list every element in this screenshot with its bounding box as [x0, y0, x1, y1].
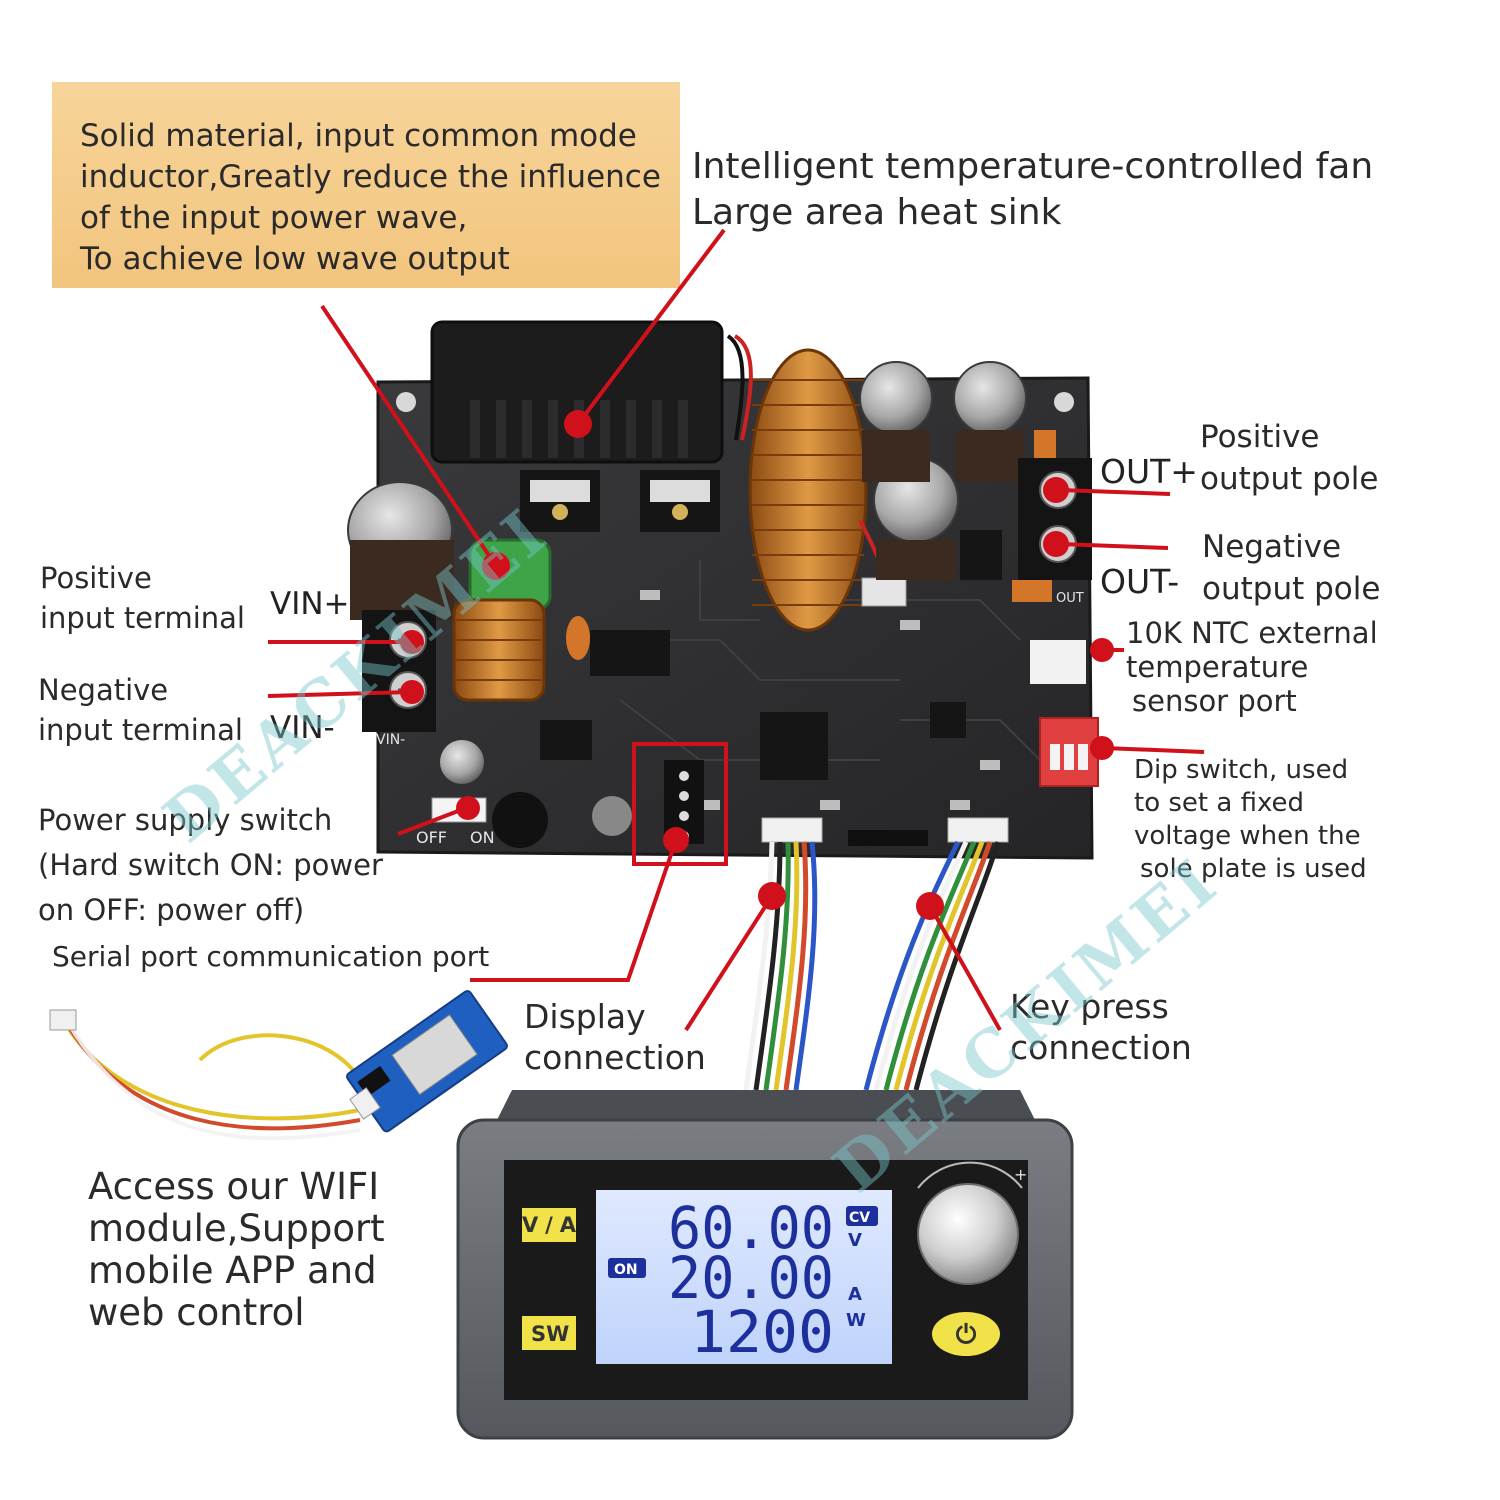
knob-plus-mark: + [1014, 1165, 1027, 1184]
vin-minus-label: VIN- [270, 710, 335, 746]
power-switch-callout: Power supply switch (Hard switch ON: pow… [38, 798, 383, 933]
dip-switch-line: sole plate is used [1140, 854, 1367, 884]
ntc-port-line: temperature [1126, 650, 1309, 684]
main-toroid-inductor [748, 348, 907, 632]
out-silk: OUT [1056, 591, 1084, 606]
key-press-callout: Key press connection [1010, 986, 1192, 1068]
dip-switch-callout: Dip switch, used to set a fixed voltage … [1134, 754, 1367, 886]
wifi-module-line: module,Support [88, 1207, 385, 1250]
key-press-line: connection [1010, 1028, 1192, 1067]
cv-badge: CV [849, 1210, 870, 1226]
positive-output-line: output pole [1200, 461, 1379, 497]
output-terminal-block [1018, 458, 1092, 580]
va-button[interactable]: V/A [522, 1213, 577, 1237]
callout-lines [267, 228, 1205, 1032]
negative-output-line: output pole [1202, 571, 1381, 607]
serial-port-highlight [632, 742, 728, 866]
wifi-module-line: web control [88, 1291, 305, 1334]
positive-output-line: Positive [1200, 419, 1320, 455]
power-switch-line: on OFF: power off) [38, 893, 305, 927]
out-minus-label: OUT- [1100, 562, 1180, 601]
power-switch-line: Power supply switch [38, 803, 333, 837]
negative-output-line: Negative [1202, 529, 1342, 565]
fan-heatsink [430, 320, 753, 532]
negative-output-callout: Negative output pole [1202, 526, 1380, 610]
dip-switch-line: Dip switch, used [1134, 755, 1349, 785]
negative-input-line: Negative [38, 673, 169, 707]
key-press-line: Key press [1010, 987, 1169, 1026]
negative-input-line: input terminal [38, 713, 243, 747]
inductor-callout-line: inductor,Greatly reduce the influence [80, 159, 661, 195]
voltage-readout: 60.00 [668, 1194, 834, 1262]
display-panel [456, 1090, 1074, 1440]
vin-minus-silk: VIN- [376, 732, 405, 748]
display-connection-line: Display [524, 997, 646, 1036]
positive-input-callout: Positive input terminal [40, 558, 245, 638]
ntc-port-line: sensor port [1132, 684, 1297, 718]
ntc-port-line: 10K NTC external [1126, 616, 1378, 650]
positive-output-callout: Positive output pole [1200, 416, 1378, 500]
display-connection-callout: Display connection [524, 996, 706, 1078]
voltage-unit: V [848, 1230, 862, 1251]
power-readout: 1200 [690, 1298, 834, 1366]
negative-input-callout: Negative input terminal [38, 670, 243, 750]
power-unit: W [846, 1310, 866, 1331]
vin-plus-label: VIN+ [270, 586, 350, 622]
switch-off-silk: OFF [416, 828, 447, 847]
input-capacitor [347, 481, 454, 620]
out-plus-label: OUT+ [1100, 452, 1198, 491]
display-wire-harness [743, 841, 818, 1091]
display-connection-line: connection [524, 1038, 706, 1077]
common-mode-inductor [452, 538, 590, 702]
fan-callout-line: Large area heat sink [692, 192, 1062, 233]
positive-input-line: Positive [40, 561, 152, 595]
inductor-callout-line: of the input power wave, [80, 200, 468, 236]
sw-button[interactable]: SW [531, 1322, 569, 1346]
fan-callout-line: Intelligent temperature-controlled fan [692, 146, 1374, 187]
key-wire-harness [863, 840, 1001, 1091]
wifi-module [49, 990, 508, 1141]
fan-callout: Intelligent temperature-controlled fan L… [692, 144, 1373, 236]
power-button[interactable]: ⏻ [956, 1320, 977, 1350]
wifi-module-line: Access our WIFI [88, 1165, 380, 1208]
dip-switch-line: voltage when the [1134, 821, 1361, 851]
inductor-callout-background [52, 82, 680, 288]
ntc-port-callout: 10K NTC external temperature sensor port [1126, 616, 1378, 718]
serial-port-line: Serial port communication port [52, 940, 490, 973]
on-badge: ON [614, 1262, 638, 1278]
switch-on-silk: ON [470, 828, 495, 847]
output-capacitors [859, 361, 1027, 580]
dip-switch-line: to set a fixed [1134, 788, 1305, 818]
wifi-module-callout: Access our WIFI module,Support mobile AP… [88, 1166, 385, 1334]
current-readout: 20.00 [668, 1244, 834, 1312]
serial-port-callout: Serial port communication port [52, 940, 489, 974]
inductor-callout: Solid material, input common mode induct… [80, 116, 661, 280]
power-switch-line: (Hard switch ON: power [38, 848, 383, 882]
inductor-callout-line: Solid material, input common mode [80, 118, 637, 154]
inductor-callout-line: To achieve low wave output [80, 241, 510, 277]
positive-input-line: input terminal [40, 601, 245, 635]
wifi-module-line: mobile APP and [88, 1249, 377, 1292]
current-unit: A [848, 1284, 862, 1305]
callout-dots [400, 410, 1114, 920]
